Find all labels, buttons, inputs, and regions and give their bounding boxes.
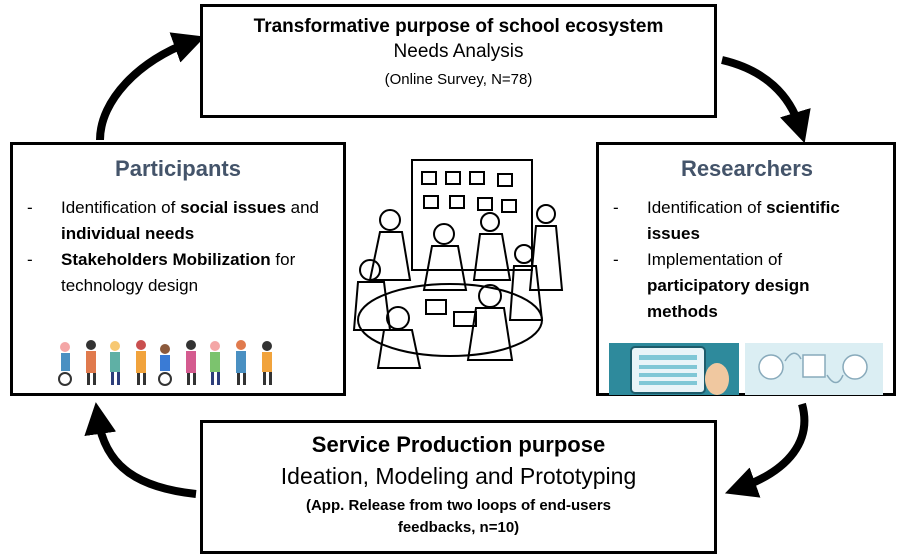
bottom-note: (App. Release from two loops of end-user… [305, 497, 612, 536]
arrow-left-to-top [96, 32, 206, 141]
researchers-box: Researchers -Identification of scientifi… [596, 142, 896, 396]
survey-tablet-illustration [609, 343, 739, 395]
service-production-box: Service Production purpose Ideation, Mod… [200, 420, 717, 554]
participants-box: Participants -Identification of social i… [10, 142, 346, 396]
researchers-list: -Identification of scientific issues -Im… [609, 195, 885, 325]
top-note: (Online Survey, N=78) [384, 71, 533, 88]
arrow-bottom-to-left [84, 402, 197, 498]
needs-analysis-box: Transformative purpose of school ecosyst… [200, 4, 717, 118]
list-item: -Implementation of participatory design … [613, 250, 810, 321]
bottom-title: Service Production purpose [311, 432, 606, 457]
researchers-title: Researchers [680, 156, 814, 181]
arrow-top-to-right [721, 56, 811, 144]
list-item: -Identification of scientific issues [613, 198, 840, 243]
top-title: Transformative purpose of school ecosyst… [253, 16, 664, 37]
top-subtitle: Needs Analysis [393, 41, 524, 62]
design-process-illustration [745, 343, 883, 395]
participants-list: -Identification of social issues and ind… [23, 195, 333, 299]
list-item: -Stakeholders Mobilization for technolog… [27, 250, 296, 295]
diverse-people-illustration [58, 340, 272, 386]
workshop-sketch-illustration [352, 159, 564, 369]
arrow-right-to-bottom [724, 402, 809, 498]
list-item: -Identification of social issues and ind… [27, 198, 320, 243]
bottom-subtitle: Ideation, Modeling and Prototyping [280, 463, 637, 489]
person-figures [58, 340, 272, 386]
participants-title: Participants [115, 156, 241, 181]
